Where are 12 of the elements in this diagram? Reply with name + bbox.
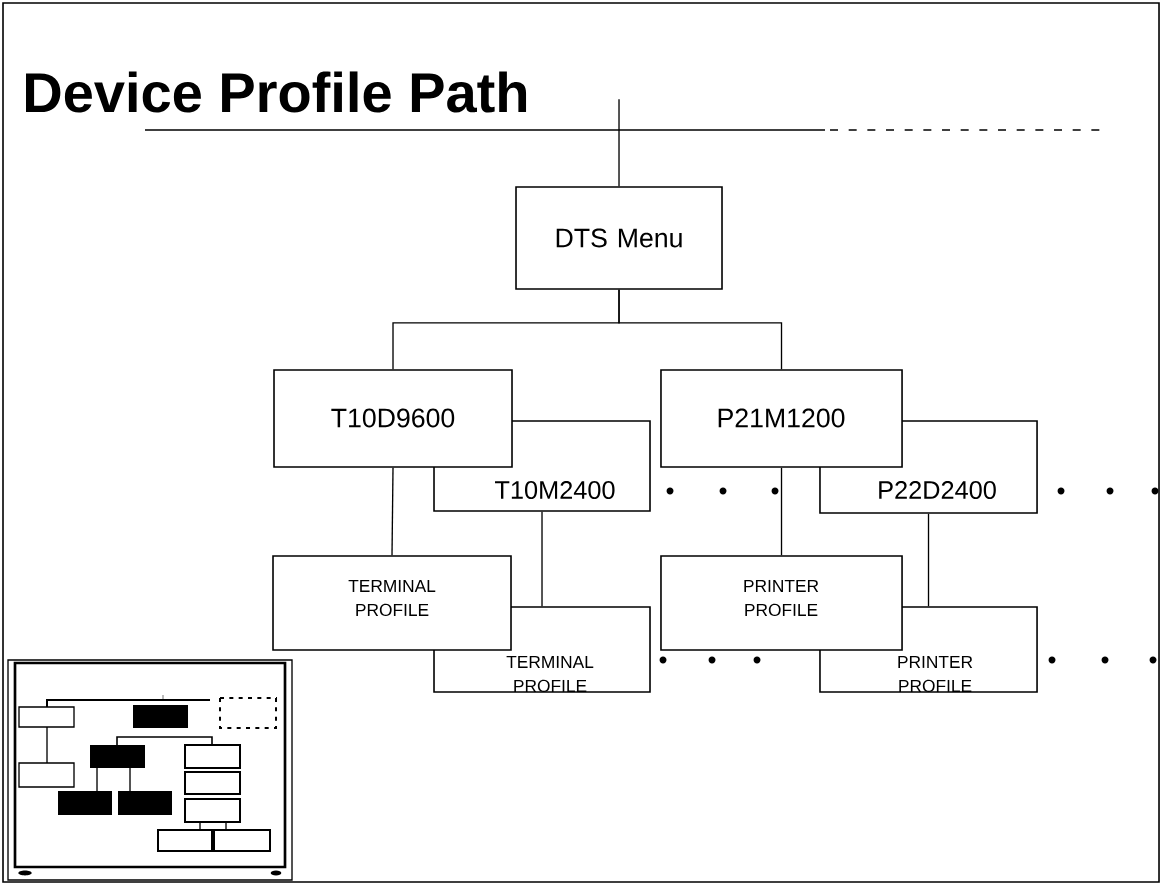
profile-box: PRINTER PROFILE xyxy=(660,555,903,651)
connector-line xyxy=(618,98,620,187)
connector-line xyxy=(927,513,930,607)
connector-line xyxy=(541,511,543,607)
connector-line xyxy=(618,289,783,370)
profile-box: TERMINAL PROFILE xyxy=(272,555,512,651)
profile-box: P21M1200 xyxy=(660,369,903,468)
connector-line xyxy=(780,467,783,556)
profile-box: T10D9600 xyxy=(273,369,513,468)
connector-line xyxy=(391,467,394,556)
profile-box: DTS Menu xyxy=(515,186,723,290)
title: Device Profile Path xyxy=(26,71,527,113)
